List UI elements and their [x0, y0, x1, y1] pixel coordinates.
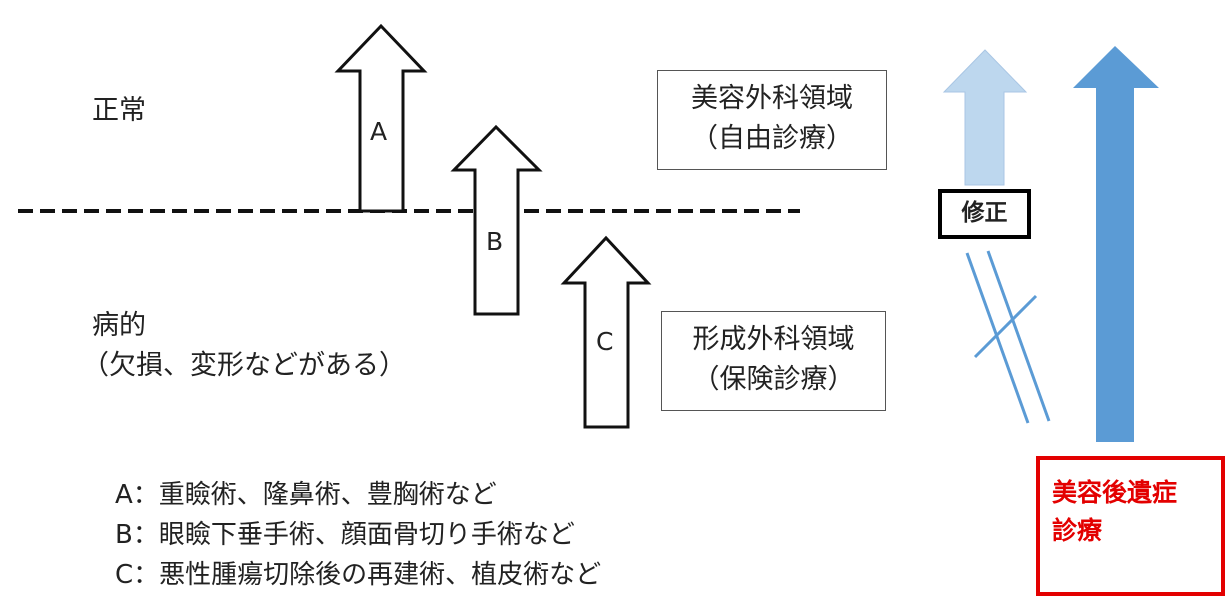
legend-item-b: B：眼瞼下垂手術、顔面骨切り手術など — [115, 520, 575, 550]
arrow-b-label: B — [486, 227, 504, 256]
label-normal: 正常 — [92, 95, 146, 126]
arrow-a — [334, 23, 428, 213]
cosmetic-sequela-box: 美容後遺症 診療 — [1036, 456, 1225, 596]
cosmetic-box-line2: （自由診療） — [691, 123, 853, 154]
cosmetic-surgery-box: 美容外科領域 （自由診療） — [657, 70, 887, 170]
strike-line-2 — [986, 250, 1051, 422]
legend-item-c: C：悪性腫瘍切除後の再建術、植皮術など — [115, 560, 602, 590]
arrow-b — [450, 124, 543, 316]
arrow-c — [560, 235, 652, 429]
correction-arrow — [942, 49, 1028, 186]
strike-line-1 — [965, 252, 1030, 424]
plastic-surgery-box: 形成外科領域 （保険診療） — [661, 311, 886, 411]
plastic-box-line2: （保険診療） — [692, 364, 855, 395]
sequela-arrow — [1073, 46, 1159, 442]
legend-item-a: A：重瞼術、隆鼻術、豊胸術など — [115, 480, 497, 510]
sequela-line2: 診療 — [1052, 516, 1103, 545]
arrow-c-label: C — [596, 327, 614, 356]
correction-box: 修正 — [938, 189, 1031, 239]
sequela-line1: 美容後遺症 — [1052, 478, 1178, 507]
arrow-a-label: A — [370, 117, 388, 146]
label-disease: 病的 — [92, 310, 146, 341]
strike-line-3 — [973, 294, 1038, 359]
label-disease-note: （欠損、変形などがある） — [82, 350, 406, 381]
legend: A：重瞼術、隆鼻術、豊胸術など B：眼瞼下垂手術、顔面骨切り手術など C：悪性腫… — [115, 475, 601, 595]
cosmetic-box-line1: 美容外科領域 — [691, 83, 853, 114]
plastic-box-line1: 形成外科領域 — [692, 324, 855, 355]
